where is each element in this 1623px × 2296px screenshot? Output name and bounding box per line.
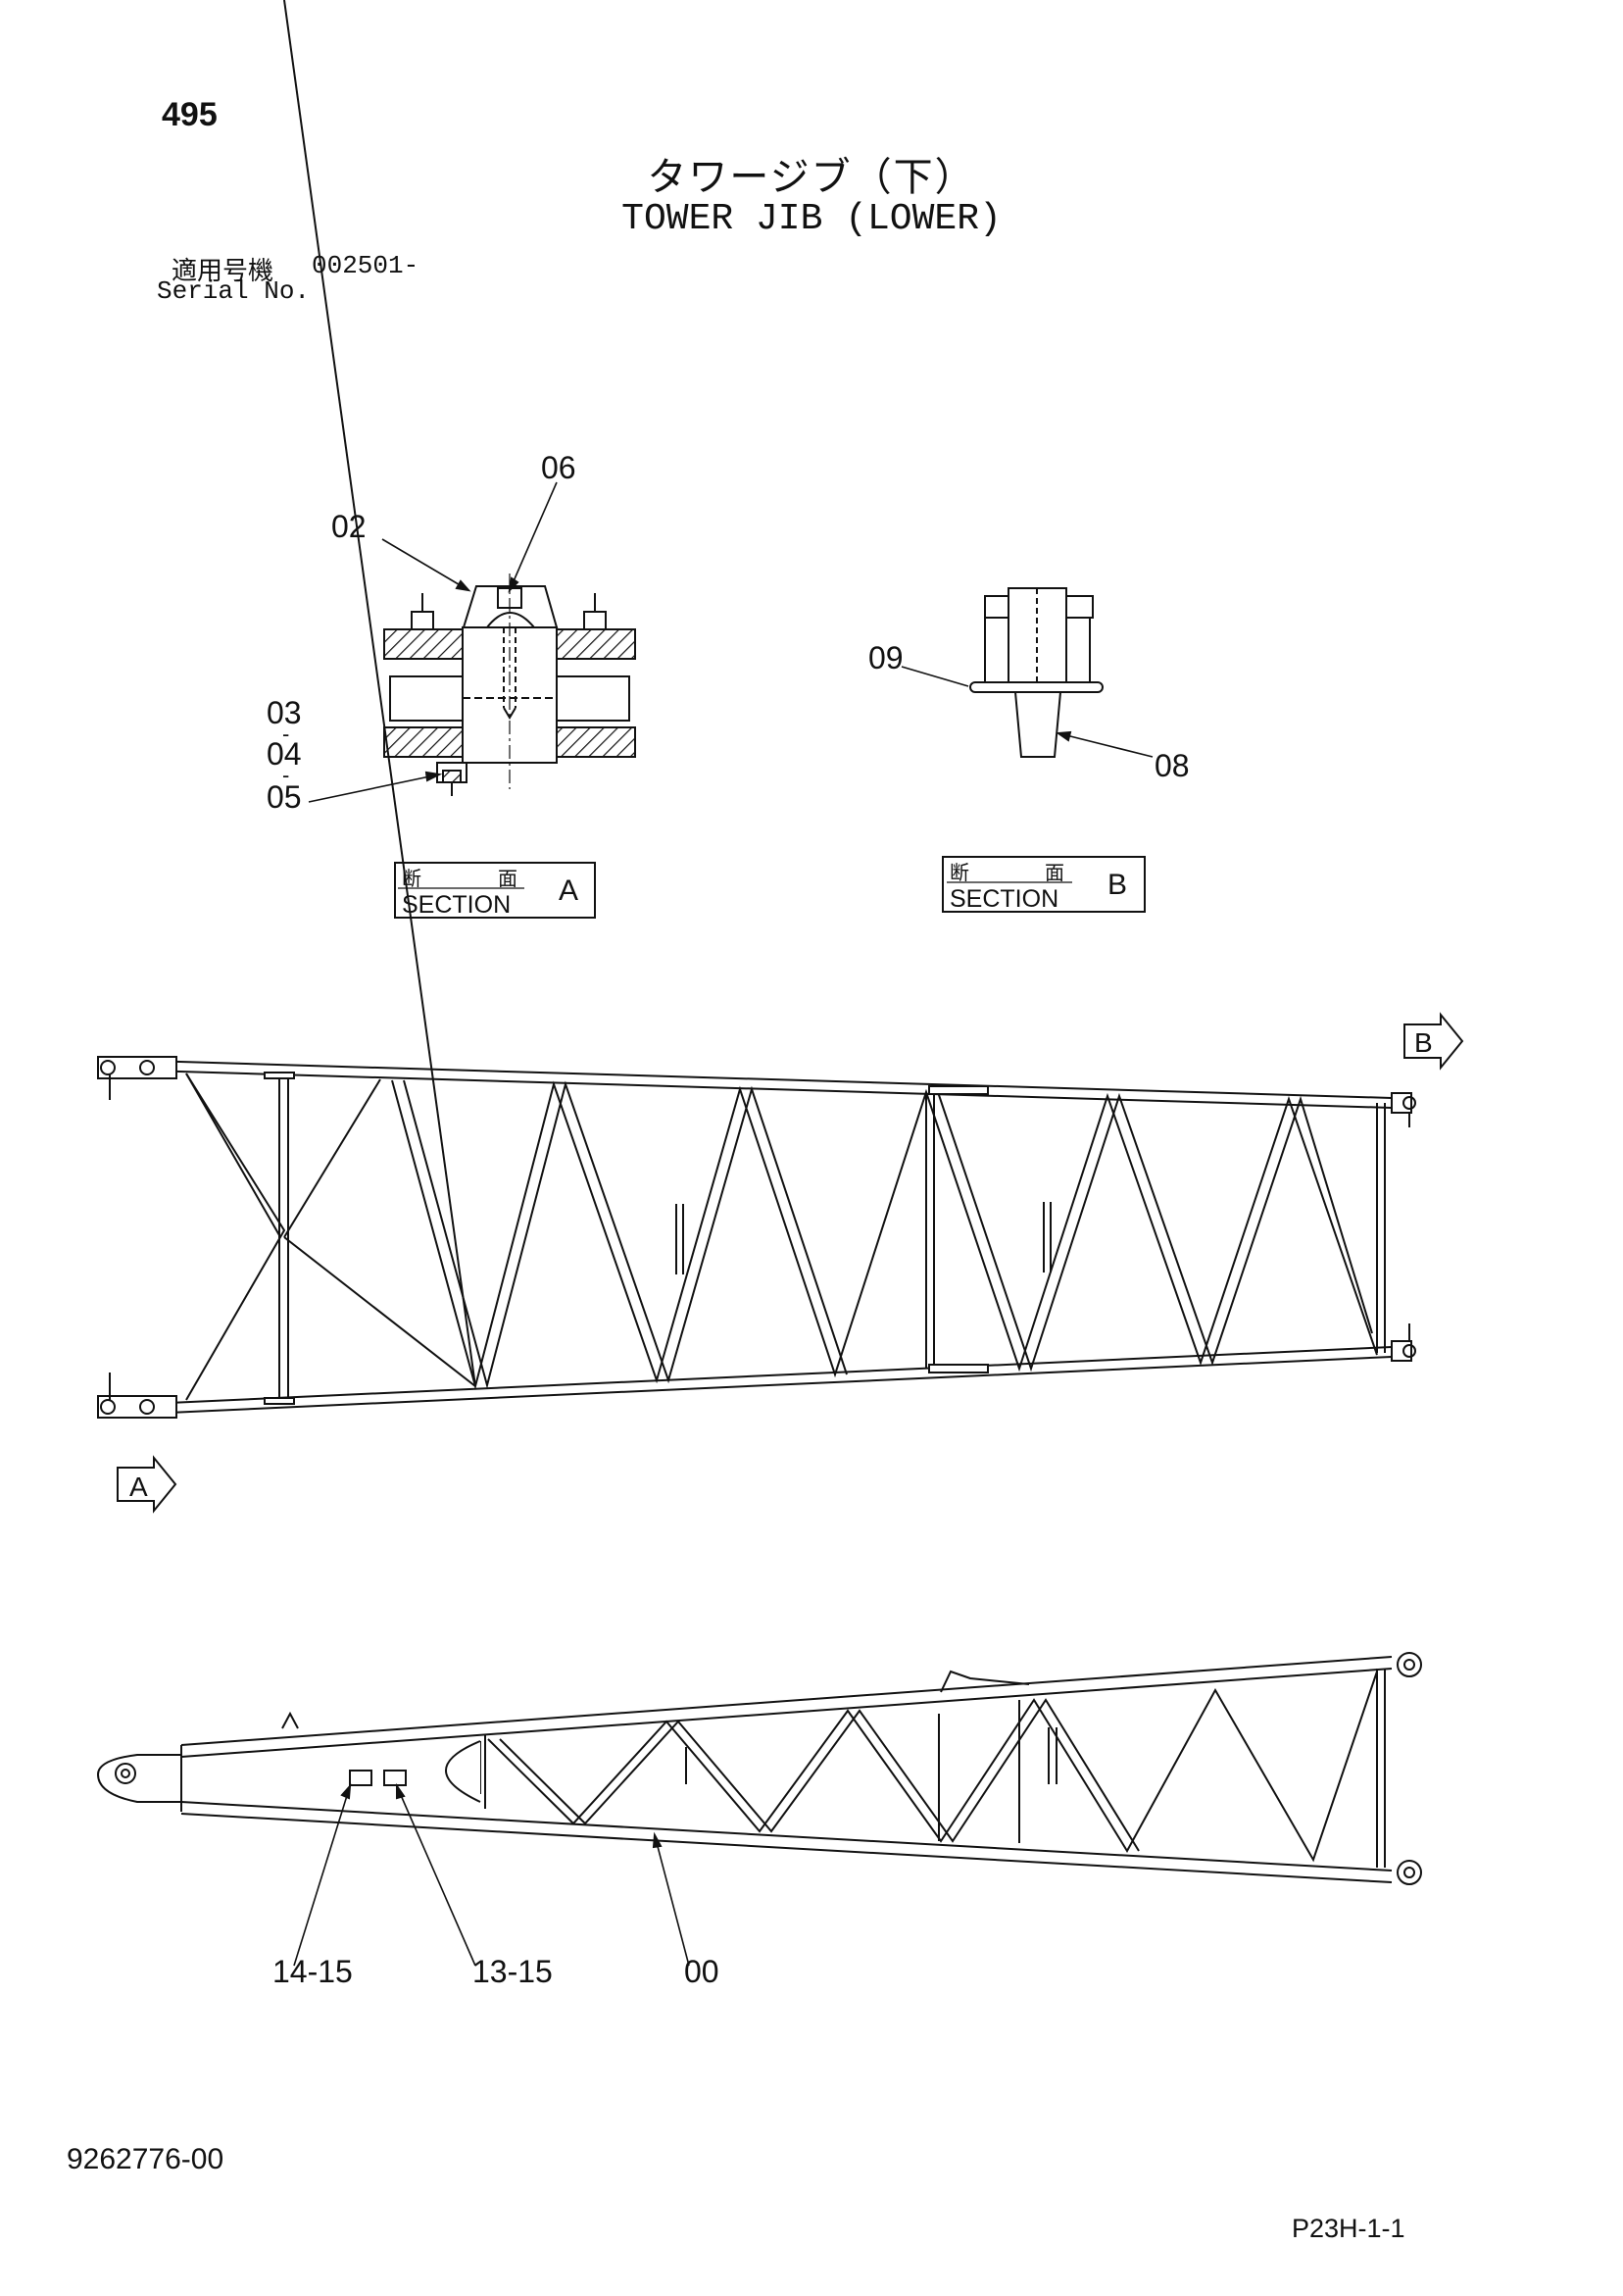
callout-06: 06 [541, 450, 576, 485]
callout-separator-2: - [282, 763, 289, 787]
section-a-label-jp-2: 面 [498, 869, 517, 890]
section-a-detail [308, 481, 636, 803]
view-marker-a: A [117, 1455, 177, 1514]
section-a-letter: A [559, 874, 578, 907]
section-b-label: 断 面 SECTION B [942, 856, 1146, 913]
section-b-letter: B [1107, 869, 1127, 901]
view-marker-a-letter: A [129, 1472, 148, 1502]
view-marker-b: B [1403, 1012, 1464, 1071]
view-marker-b-letter: B [1414, 1027, 1433, 1058]
serial-label-english: Serial No. [157, 276, 311, 306]
serial-label-japanese: 適用号機 [172, 257, 274, 286]
callout-04: 04 [267, 736, 302, 772]
title-english: TOWER JIB (LOWER) [621, 198, 1002, 240]
callout-00: 00 [684, 1954, 719, 1989]
section-b-label-en: SECTION [950, 885, 1058, 913]
section-b-detail [901, 587, 1154, 758]
callout-09: 09 [868, 640, 904, 675]
plan-view-lattice [97, 0, 1416, 1419]
callout-02: 02 [331, 509, 367, 544]
document-number: 9262776-00 [67, 2143, 224, 2175]
callout-03: 03 [267, 695, 302, 730]
serial-value: 002501- [312, 251, 419, 280]
section-a-label: 断 面 SECTION A [394, 862, 596, 919]
side-view-jib [96, 1652, 1422, 1967]
section-b-label-jp-2: 面 [1045, 863, 1064, 884]
callout-13-15: 13-15 [472, 1954, 553, 1989]
title-japanese: タワージブ（下） [647, 155, 976, 200]
section-b-label-jp-1: 断 [950, 862, 969, 884]
page-number: 495 [162, 96, 218, 133]
callout-separator-1: - [282, 722, 289, 746]
callout-05: 05 [267, 779, 302, 815]
callout-08: 08 [1155, 748, 1190, 783]
callout-14-15: 14-15 [272, 1954, 353, 1989]
page-code: P23H-1-1 [1292, 2214, 1405, 2243]
section-a-label-en: SECTION [402, 891, 511, 919]
